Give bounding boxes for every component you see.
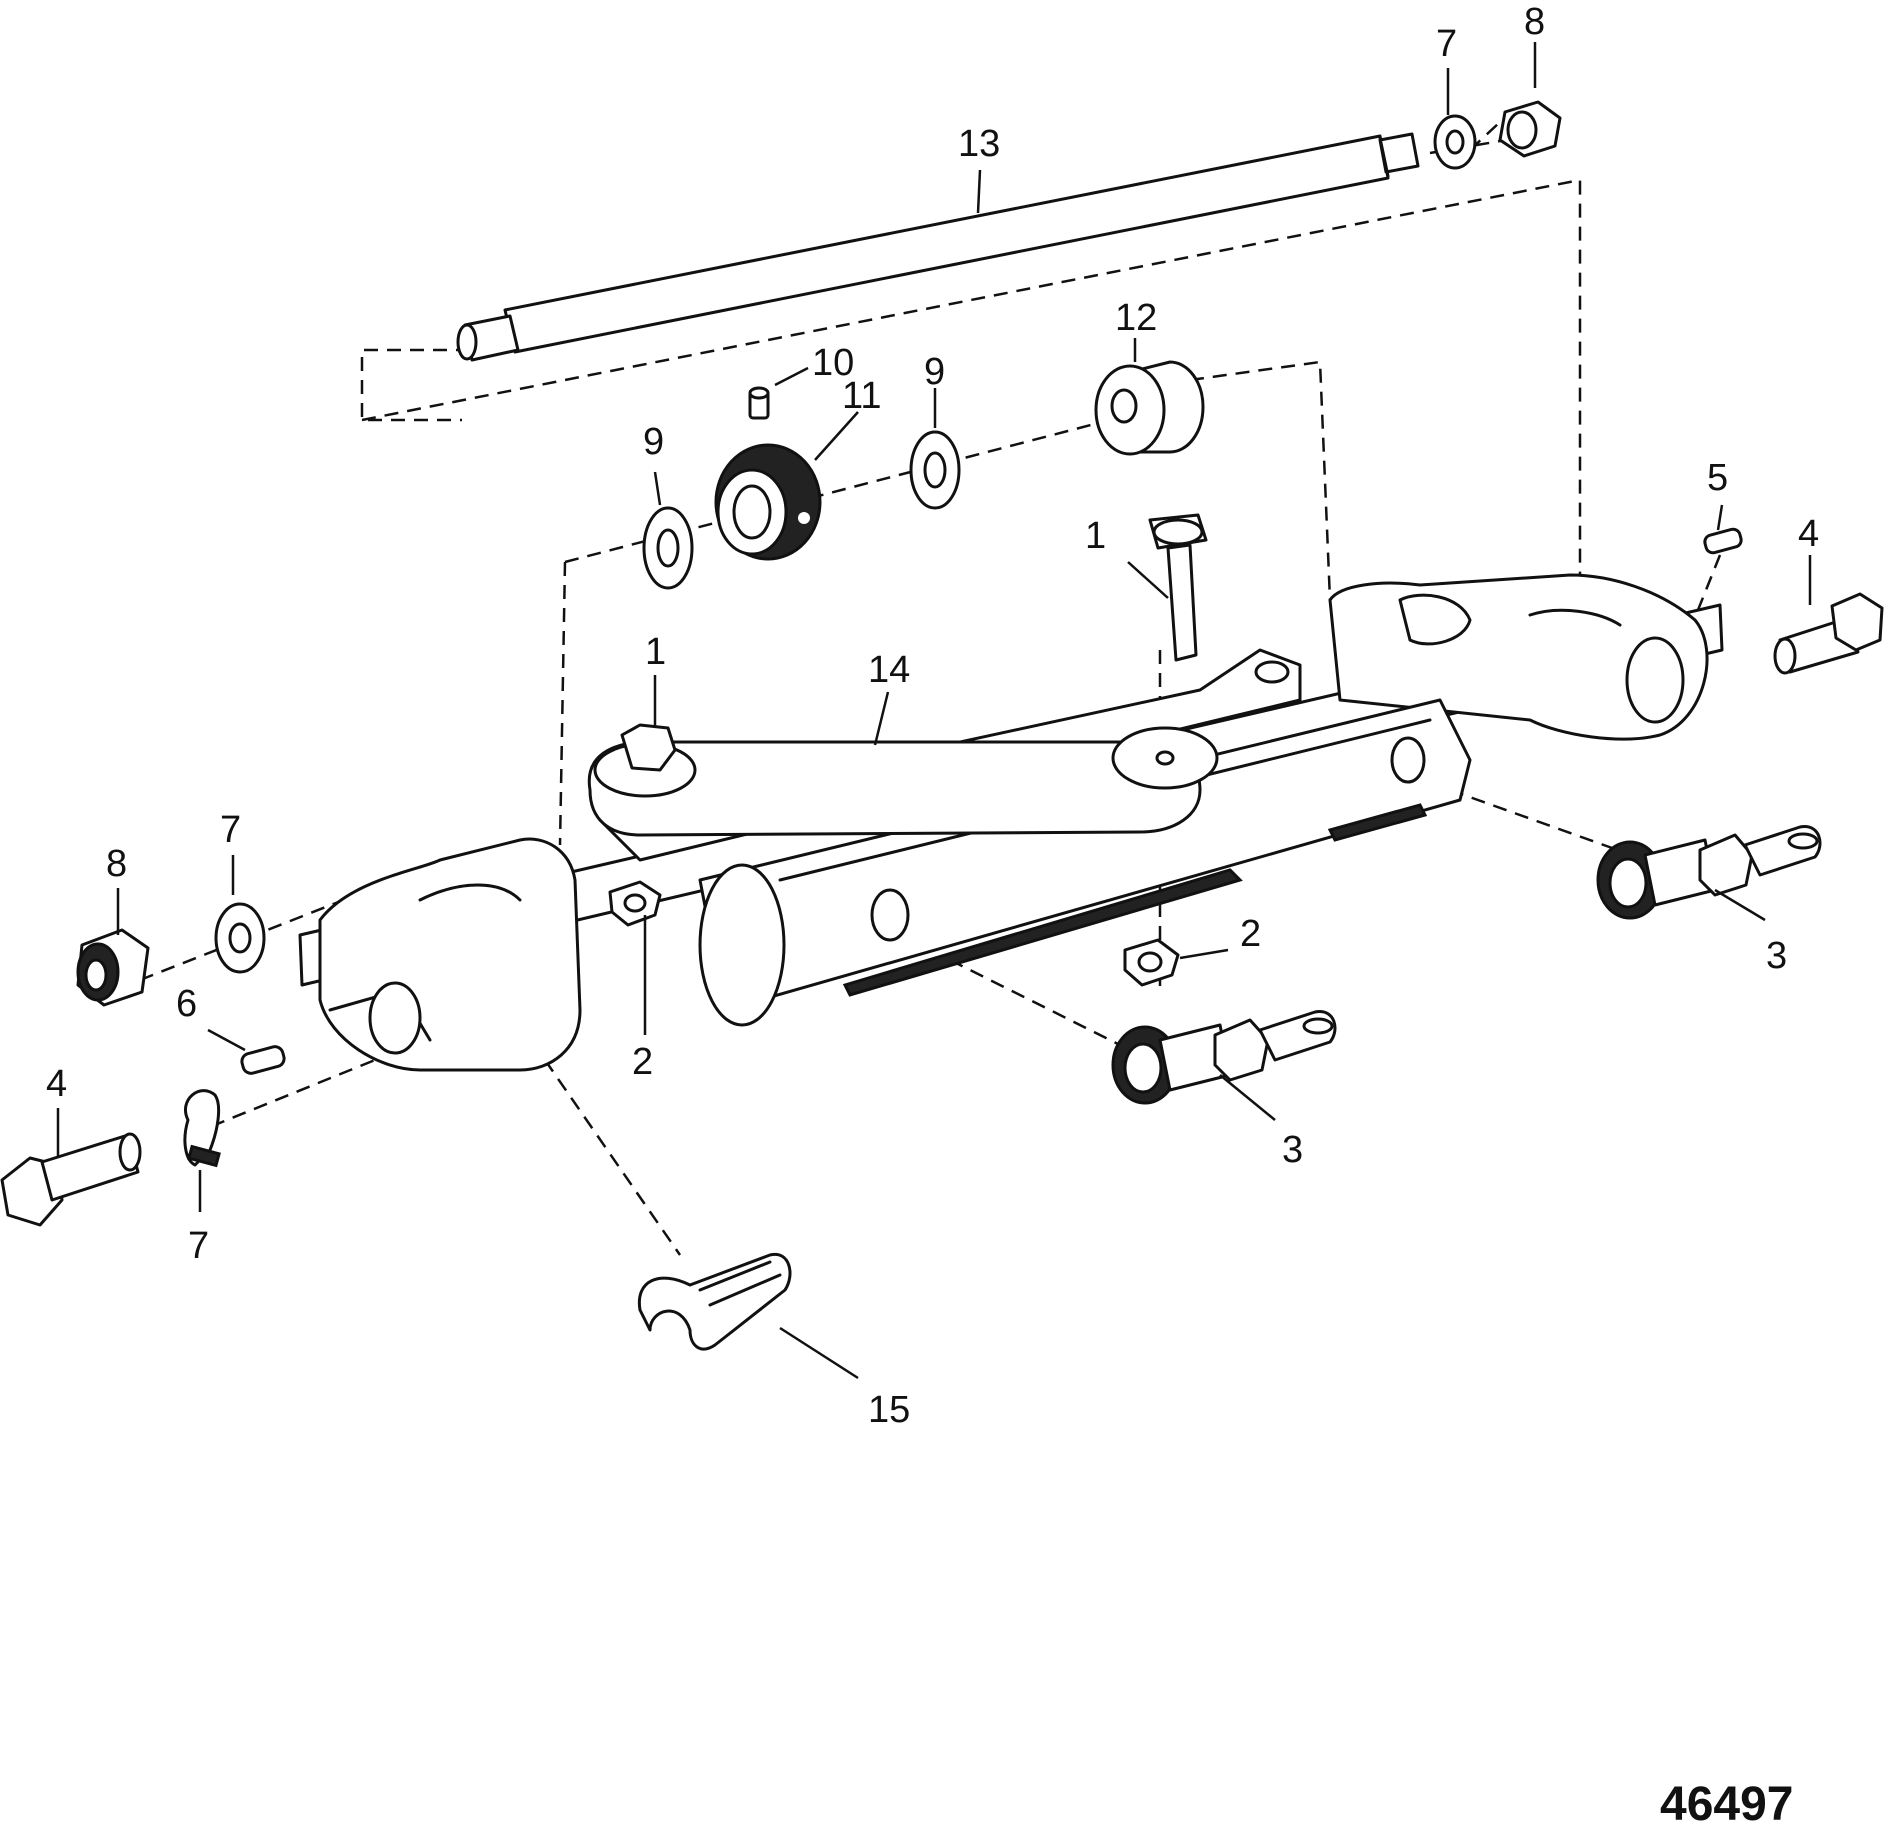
part-9-washer-left bbox=[642, 506, 694, 590]
figure-number: 46497 bbox=[1660, 1778, 1793, 1831]
callout-11: 11 bbox=[842, 375, 881, 417]
part-3-fitting-upper bbox=[1596, 825, 1822, 920]
callout-6: 7 bbox=[188, 1225, 209, 1267]
callout-7-top: 7 bbox=[1436, 23, 1457, 65]
callout-8-top: 8 bbox=[1524, 1, 1545, 43]
callout-2-left: 2 bbox=[632, 1041, 653, 1083]
part-6-retaining-clip bbox=[183, 1089, 221, 1168]
callout-5-left: 6 bbox=[176, 983, 197, 1025]
part-2-nut-left bbox=[608, 880, 662, 927]
callout-15: 15 bbox=[868, 1389, 910, 1431]
callout-4-right: 4 bbox=[1798, 513, 1819, 555]
callout-5-right: 5 bbox=[1707, 457, 1728, 499]
callout-9-left: 9 bbox=[643, 421, 664, 463]
part-14-tie-bar bbox=[456, 132, 1420, 362]
callout-1-upper: 1 bbox=[1085, 515, 1106, 557]
steering-cylinder-assembly bbox=[298, 513, 1724, 1072]
callout-8-left: 8 bbox=[106, 843, 127, 885]
callout-13: 14 bbox=[868, 649, 910, 691]
callout-3-lower: 3 bbox=[1282, 1129, 1303, 1171]
part-7-washer-top bbox=[1433, 114, 1477, 170]
part-5-key-right bbox=[1703, 527, 1743, 555]
part-4-bolt-right bbox=[1773, 592, 1884, 675]
part-10-set-screw bbox=[748, 386, 770, 420]
leader-lines bbox=[56, 42, 1812, 1380]
part-5-key-left bbox=[240, 1045, 286, 1075]
part-2-nut-right bbox=[1123, 938, 1180, 987]
callout-4-left: 4 bbox=[46, 1063, 67, 1105]
callout-labels: 13 7 8 10 11 9 9 12 1 1 14 5 4 7 8 6 4 7… bbox=[46, 1, 1819, 1431]
callout-14: 13 bbox=[958, 123, 1000, 165]
part-15-clip bbox=[637, 1252, 792, 1351]
callout-3-upper: 3 bbox=[1766, 935, 1787, 977]
part-3-fitting-lower bbox=[1111, 1010, 1337, 1105]
part-4-bolt-left bbox=[0, 1132, 142, 1227]
callout-12: 12 bbox=[1115, 297, 1157, 339]
part-8-locknut-left bbox=[76, 928, 150, 1007]
callout-9-right: 9 bbox=[924, 351, 945, 393]
callout-1-link: 1 bbox=[645, 631, 666, 673]
callout-2-right: 2 bbox=[1240, 913, 1261, 955]
part-12-spacer bbox=[1094, 360, 1205, 456]
part-7-washer-left bbox=[214, 902, 266, 974]
part-9-washer-right bbox=[909, 430, 961, 510]
callout-10: 10 bbox=[812, 342, 854, 384]
part-8-locknut-top bbox=[1498, 100, 1562, 158]
part-11-knurled-nut bbox=[714, 443, 822, 561]
callout-7-left: 7 bbox=[220, 809, 241, 851]
